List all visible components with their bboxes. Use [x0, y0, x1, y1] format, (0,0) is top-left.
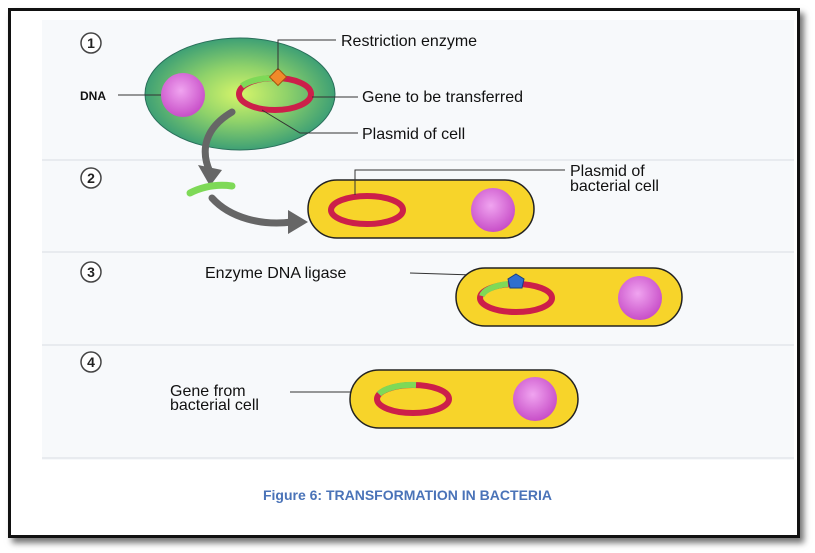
dna-label: DNA: [80, 89, 106, 103]
bacterium-step-3: [455, 267, 683, 327]
arrowhead-icon: [288, 210, 308, 234]
transferred-gene: [376, 381, 417, 397]
svg-text:2: 2: [87, 170, 95, 186]
plasmid-of-cell-label: Plasmid of cell: [362, 126, 465, 143]
bacterial-nucleus: [471, 188, 515, 232]
enzyme-dna-ligase-label: Enzyme DNA ligase: [205, 265, 346, 282]
donor-cell: [144, 37, 336, 151]
gene-from-bacterial-cell-label-line2: bacterial cell: [170, 397, 259, 414]
arrowhead-icon: [198, 165, 222, 186]
restriction-enzyme-icon: [268, 67, 288, 87]
plasmid-of-bacterial-cell-label-line1: Plasmid of: [570, 163, 645, 180]
step-4-marker: 4: [80, 351, 102, 373]
isolated-gene-fragment: [186, 181, 236, 197]
donor-nucleus: [161, 73, 205, 117]
svg-text:1: 1: [87, 35, 95, 51]
svg-text:4: 4: [87, 354, 95, 370]
gene-to-be-transferred-label: Gene to be transferred: [362, 89, 523, 106]
gene-from-bacterial-cell-label-line1: Gene from: [170, 383, 246, 400]
plasmid-of-bacterial-cell-label-line2: bacterial cell: [570, 178, 659, 195]
step-2-marker: 2: [80, 167, 102, 189]
bacterial-plasmid: [328, 193, 406, 227]
restriction-enzyme-leader: [277, 39, 336, 70]
transfer-arrow-2: [208, 194, 296, 227]
figure-caption: Figure 6: TRANSFORMATION IN BACTERIA: [262, 487, 553, 503]
plasmid-leader: [261, 109, 358, 134]
step-3-marker: 3: [80, 261, 102, 283]
inserted-gene: [479, 281, 509, 298]
bacterium-step-4: [349, 369, 579, 429]
transfer-arrow-1: [201, 108, 236, 176]
restriction-enzyme-label: Restriction enzyme: [341, 33, 477, 50]
plasmid-bacterial-leader: [354, 169, 565, 195]
dna-ligase-icon: [507, 273, 525, 289]
step-1-marker: 1: [80, 32, 102, 54]
bacterial-nucleus: [513, 377, 557, 421]
bacterial-nucleus: [618, 276, 662, 320]
svg-text:3: 3: [87, 264, 95, 280]
bacterium-step-2: [307, 179, 535, 239]
donor-gene: [240, 75, 273, 89]
